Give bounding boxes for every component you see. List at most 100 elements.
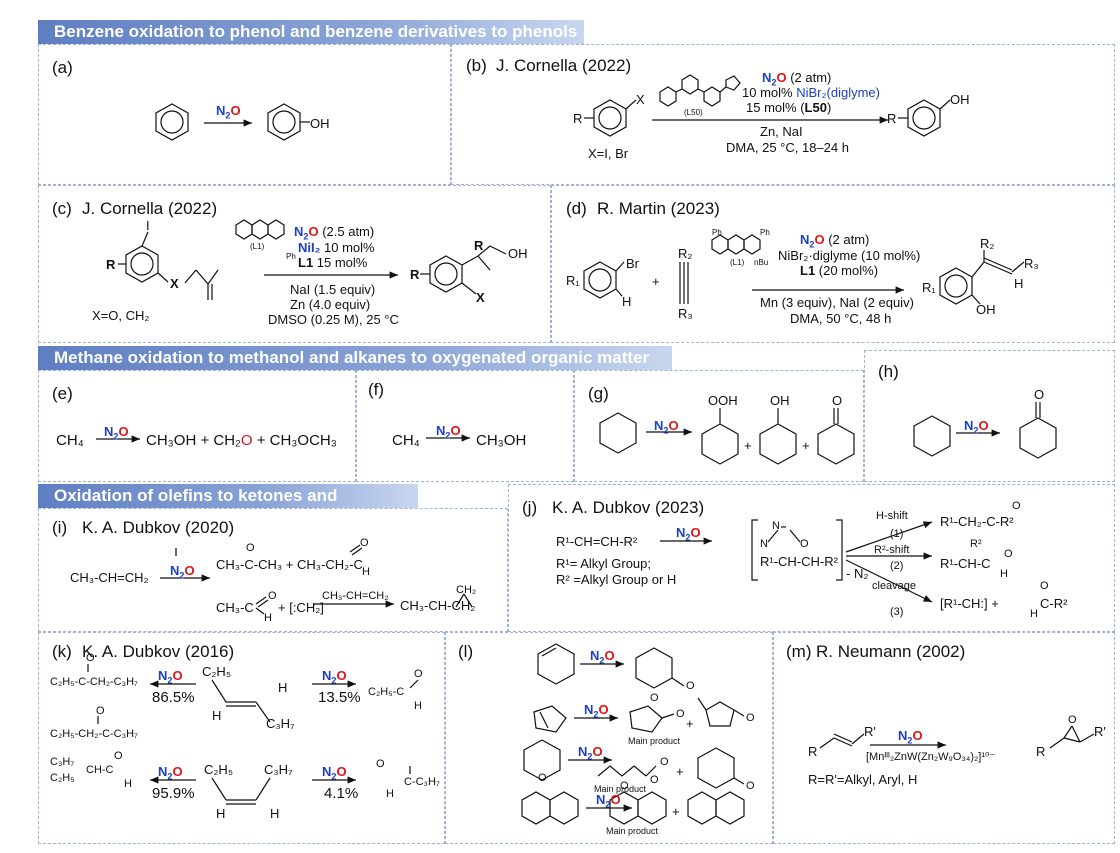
n2o-label-g: N2O [654,418,679,436]
r-label-c-product: R [410,267,420,282]
plus-label-l3: + [672,804,680,819]
ligand-L1-drawing-d [711,234,761,255]
x-label-c-product: X [476,290,485,305]
panel-l-label: (l) [458,642,474,661]
product-j1: R¹-CH₂-C-R² [940,514,1014,529]
n2o-label-k1: N2O [158,668,183,686]
plus-label-l1: + [686,716,694,731]
cyclohexanone-g [817,408,855,465]
panel-m-author: R. Neumann (2002) [816,642,966,661]
o-label-l3: O [676,708,685,720]
panel-k-author: K. A. Dubkov (2016) [82,642,235,661]
o-label-l6: O [660,756,669,768]
o-label-k-l2: O [96,705,105,717]
section-header-benzene: Benzene oxidation to phenol and benzene … [38,20,584,44]
phenol-molecule-a [267,103,310,141]
c3h7-label-k2: C₃H₇ [264,762,293,777]
norbornanone-l [629,705,675,733]
plus-label-g2: + [802,438,810,453]
conditions-d-1: N2O (2 atm) [800,232,870,250]
panel-g-label: (g) [588,384,609,403]
ring-o-label-j: O [800,538,809,550]
r2-label-d-product: R₂ [980,236,995,251]
x-label-b: X [636,92,645,107]
n2o-label-j: N2O [676,525,701,543]
panel-m-label: (m) [786,642,812,661]
arrow-cleavage [845,559,933,603]
o-label-l2: O [650,692,659,704]
h-label-k2: H [212,708,222,723]
product-k-l3a: C₃H₇ [50,756,75,768]
panel-d-label: (d) [566,199,587,218]
h-label-k-r2: H [386,788,394,800]
r-prime-label-m-product: R' [1094,724,1106,739]
o-label-l4: O [746,712,755,724]
cyclohexane-h [913,415,951,457]
panel-h-label: (h) [878,362,899,381]
cyclopropane-top-label-i: CH₂ [456,584,477,596]
c2h5-label-k1: C₂H₅ [202,664,232,679]
o-label-k-r2: O [376,758,385,770]
conditions-b-1: N2O (2 atm) [762,70,832,88]
panel-j [508,484,1115,632]
norbornene-l [533,705,567,733]
yield-k3: 95.9% [152,785,195,802]
r-definition-m: R=R'=Alkyl, Aryl, H [808,772,918,787]
dihydropyran-l [523,739,561,781]
ph1-label-d: Ph [712,228,722,237]
panel-c-label: (c) [52,199,72,218]
yield-k1: 86.5% [152,689,195,706]
panel-a [38,44,451,185]
c3h7-label-k1: C₃H₇ [266,716,295,731]
products-e: CH₃OH + CH₂O + CH₃OCH₃ [146,432,337,449]
h-label-j2: H [1000,568,1008,580]
r-label-c-quat: R [474,238,484,253]
cyclohexyl-hydroperoxide [701,408,739,465]
triazoline-ring [767,526,801,543]
x-definition-b: X=I, Br [588,146,629,161]
section-header-methane: Methane oxidation to methanol and alkane… [38,346,672,370]
product-j3: [R¹-CH:] + [940,596,999,611]
n2o-label-k3: N2O [158,764,183,782]
product-k-l1: C₂H₅-C-CH₂-C₃H₇ [50,676,138,688]
conditions-b-5: DMA, 25 °C, 18–24 h [726,140,849,155]
r2-label-d: R₂ [678,246,693,261]
x-label-c: X [170,276,179,291]
n2o-label-h: N2O [964,418,989,436]
h-label-k-l3: H [124,778,132,790]
plus-label-l2: + [676,764,684,779]
panel-j-author: K. A. Dubkov (2023) [552,498,705,517]
panel-g [574,370,864,482]
cyclopropane-bonds [455,593,473,608]
bracket-right [836,519,843,581]
cleavage-number: (3) [890,606,904,618]
butenyl-formate-l [597,765,657,777]
o-label-k-r1: O [414,668,423,680]
r1-label-d: R₁ [566,273,580,288]
o-label-j1: O [1012,500,1021,512]
oh-label-g: OH [770,393,790,408]
panel-d [551,185,1115,343]
ligand-L50-label: (L50) [684,108,703,117]
minus-n2-label-j: - N₂ [846,566,869,581]
phenol-molecule-b [898,99,951,137]
r2-shift-label: R²-shift [874,544,910,556]
r-label-m: R [808,744,818,759]
product-k-r1: C₂H₅-C [368,686,405,698]
o-label-l5: O [650,774,659,786]
panel-k [38,632,445,844]
h-label-d: H [622,294,632,309]
o-label-l7: O [746,780,755,792]
panel-a-label: (a) [52,58,73,77]
conditions-c-2: NiI₂ 10 mol% [298,240,375,255]
plus-label-d: + [652,274,660,289]
n2o-label-l1: N2O [590,648,615,666]
iodine-label-c: I [146,218,150,233]
panel-i [38,508,508,632]
o-label-i2: O [360,537,369,549]
panel-d-author: R. Martin (2023) [597,199,720,218]
ligand-L50-drawing [659,74,741,107]
trans-3-heptene [211,679,271,723]
n2o-label-l2: N2O [584,702,609,720]
ring-n1-label-j: N [772,520,780,532]
